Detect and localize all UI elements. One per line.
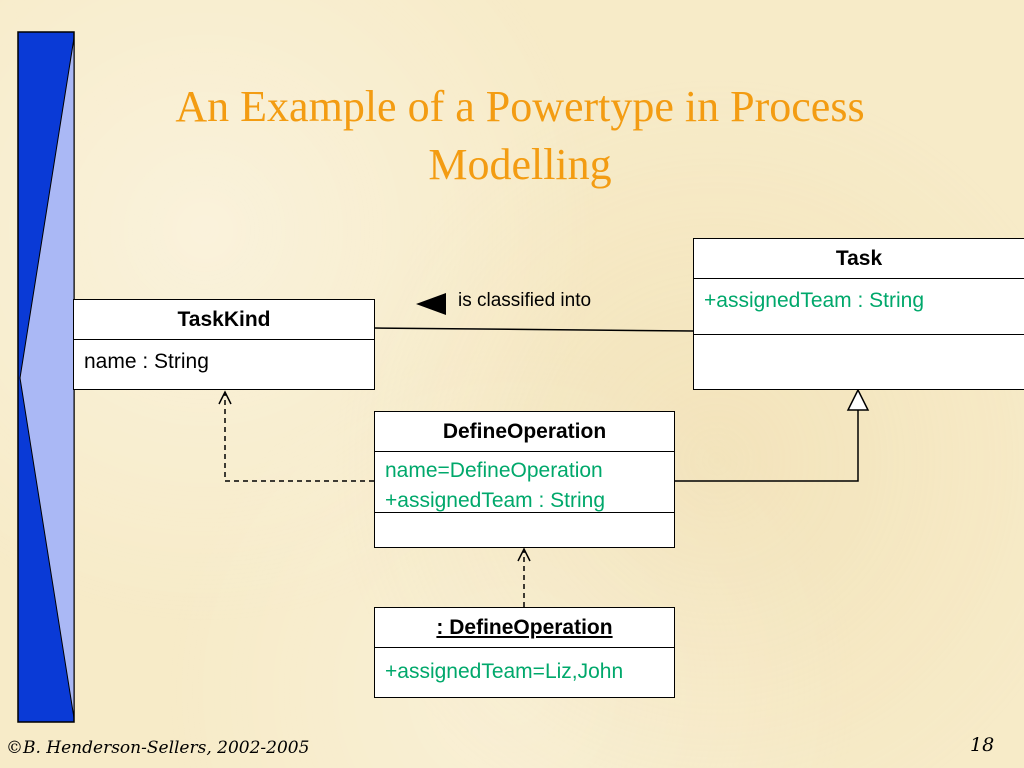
instance-defineoperation-name: : DefineOperation bbox=[375, 608, 674, 648]
copyright-footer: ©B. Henderson-Sellers, 2002-2005 bbox=[6, 738, 310, 758]
instance-defineoperation-attribute: +assignedTeam=Liz,John bbox=[385, 660, 624, 683]
association-label: is classified into bbox=[458, 290, 592, 311]
class-defineoperation-attributes: name=DefineOperation +assignedTeam : Str… bbox=[375, 452, 674, 512]
class-defineoperation-attribute-2: +assignedTeam : String bbox=[385, 489, 606, 512]
class-defineoperation-name: DefineOperation bbox=[375, 412, 674, 452]
association-direction-arrow bbox=[416, 293, 446, 315]
association-line bbox=[373, 327, 694, 332]
class-taskkind-attribute: name : String bbox=[84, 350, 209, 373]
class-taskkind-name: TaskKind bbox=[74, 300, 374, 340]
instance-defineoperation: : DefineOperation +assignedTeam=Liz,John bbox=[374, 607, 675, 698]
class-task-operations bbox=[694, 334, 1024, 390]
dependency-arrowhead-taskkind bbox=[218, 390, 232, 405]
class-task-attribute: +assignedTeam : String bbox=[704, 289, 925, 312]
page-number: 18 bbox=[970, 734, 995, 756]
class-defineoperation: DefineOperation name=DefineOperation +as… bbox=[374, 411, 675, 548]
class-defineoperation-operations bbox=[375, 512, 674, 548]
dependency-arrowhead-instance bbox=[517, 547, 531, 562]
slide-title: An Example of a Powertype in Process Mod… bbox=[175, 82, 865, 189]
sidebar-decoration bbox=[17, 31, 75, 723]
generalization-arrowhead bbox=[846, 388, 870, 411]
class-task: Task +assignedTeam : String bbox=[693, 238, 1024, 390]
class-defineoperation-attribute-1: name=DefineOperation bbox=[385, 459, 603, 482]
generalization-line bbox=[674, 410, 859, 482]
class-taskkind: TaskKind name : String bbox=[73, 299, 375, 390]
dependency-line-taskkind bbox=[224, 394, 374, 482]
class-task-name: Task bbox=[694, 239, 1024, 279]
